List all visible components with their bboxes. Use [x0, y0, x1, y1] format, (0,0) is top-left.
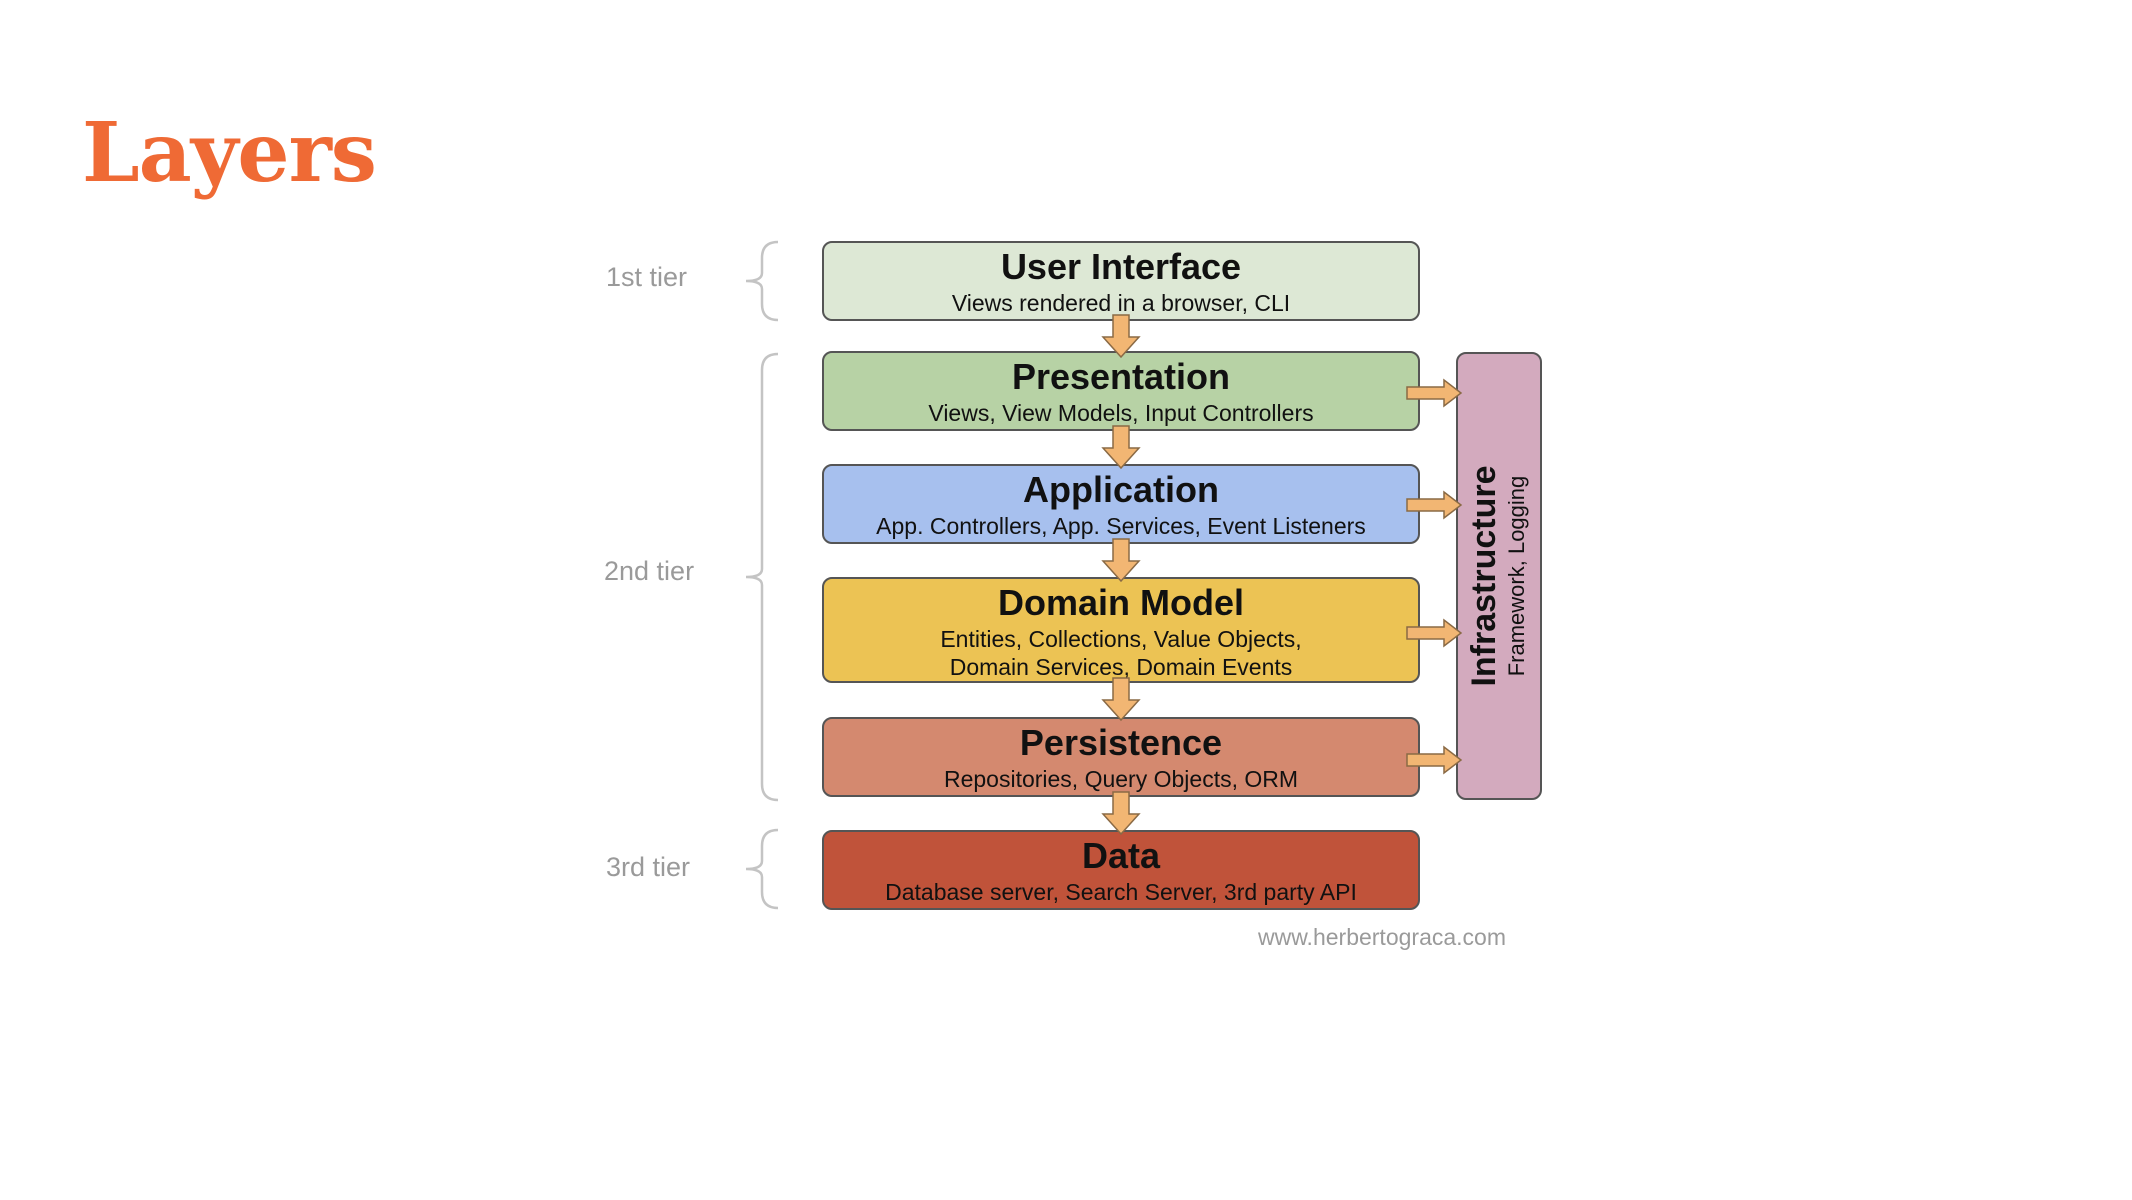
layer-description-line-2: Domain Services, Domain Events	[949, 654, 1293, 681]
down-arrow-icon	[1101, 314, 1141, 359]
tier-1-brace	[745, 240, 779, 322]
down-arrow-icon	[1101, 791, 1141, 836]
layer-persistence: Persistence Repositories, Query Objects,…	[822, 717, 1420, 797]
tier-label-1st: 1st tier	[606, 262, 688, 292]
layer-description: Database server, Search Server, 3rd part…	[885, 878, 1357, 905]
layer-title: Presentation	[1011, 356, 1231, 397]
infrastructure-description: Framework, Logging	[1504, 475, 1530, 677]
layer-title: Data	[1081, 835, 1161, 876]
right-arrow-icon	[1406, 490, 1463, 520]
layer-title: Domain Model	[997, 582, 1244, 623]
right-arrow-icon	[1406, 378, 1463, 408]
layer-description-line-1: Entities, Collections, Value Objects,	[940, 625, 1302, 652]
layer-domain-model: Domain Model Entities, Collections, Valu…	[822, 577, 1420, 683]
tier-2-brace	[745, 352, 779, 802]
layer-title: User Interface	[1000, 246, 1242, 287]
layer-infrastructure: Infrastructure Framework, Logging	[1456, 352, 1542, 800]
credit-text: www.herbertograca.com	[1258, 924, 1506, 950]
layer-description: App. Controllers, App. Services, Event L…	[876, 512, 1366, 539]
infrastructure-label: Infrastructure Framework, Logging	[1465, 465, 1532, 687]
layer-title: Application	[1023, 469, 1219, 510]
layer-presentation: Presentation Views, View Models, Input C…	[822, 351, 1420, 431]
layer-data: Data Database server, Search Server, 3rd…	[822, 830, 1420, 910]
layer-title: Persistence	[1019, 722, 1223, 763]
layer-description: Repositories, Query Objects, ORM	[943, 765, 1299, 792]
layer-description: Views rendered in a browser, CLI	[951, 289, 1291, 316]
tier-label-2nd: 2nd tier	[604, 556, 695, 586]
right-arrow-icon	[1406, 618, 1463, 648]
page-title: Layers	[82, 105, 377, 201]
down-arrow-icon	[1101, 538, 1141, 583]
layer-application: Application App. Controllers, App. Servi…	[822, 464, 1420, 544]
layer-user-interface: User Interface Views rendered in a brows…	[822, 241, 1420, 321]
tier-label-3rd: 3rd tier	[606, 852, 691, 882]
layer-description: Views, View Models, Input Controllers	[928, 399, 1314, 426]
infrastructure-title: Infrastructure	[1465, 465, 1504, 687]
tier-3-brace	[745, 828, 779, 910]
down-arrow-icon	[1101, 425, 1141, 470]
down-arrow-icon	[1101, 677, 1141, 722]
right-arrow-icon	[1406, 745, 1463, 775]
